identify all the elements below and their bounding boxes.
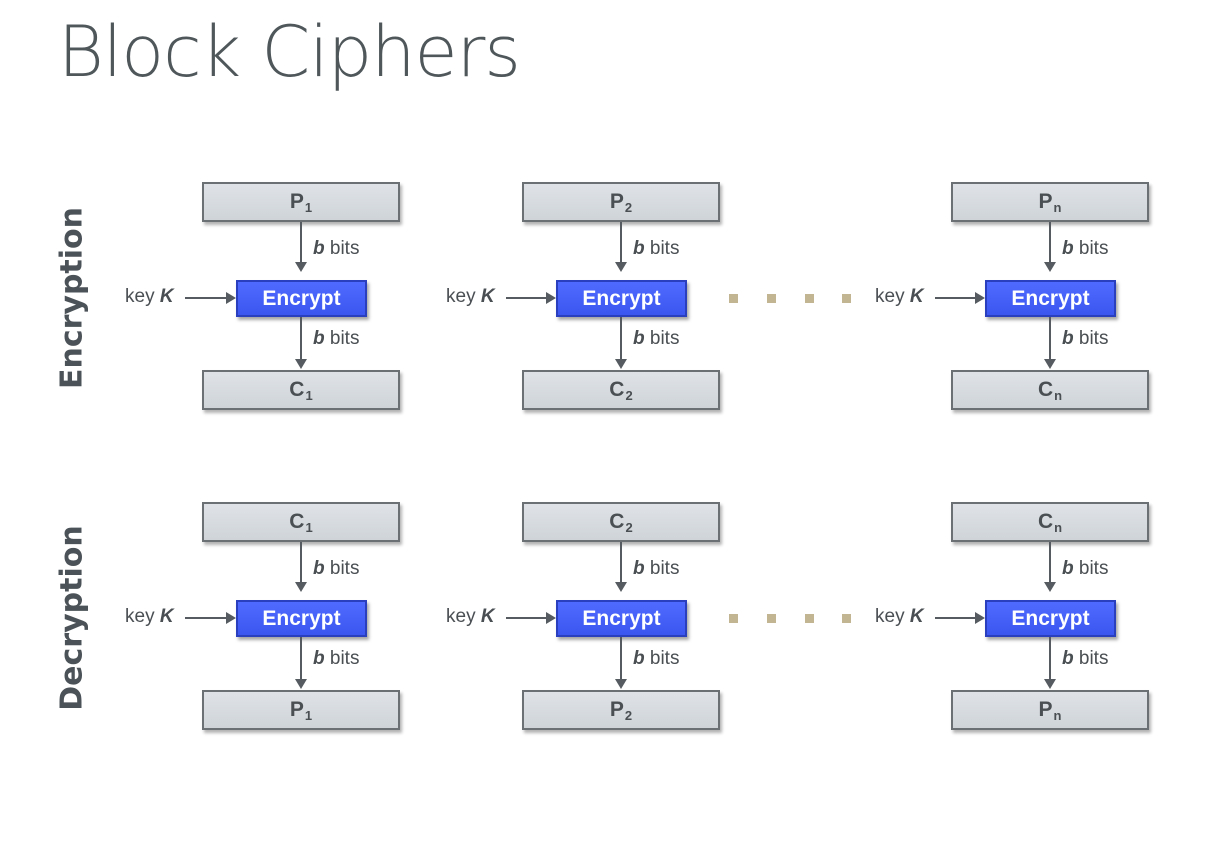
decryption-bits-out-3: b bits bbox=[1062, 648, 1109, 669]
decryption-arrowhead-in-1 bbox=[295, 582, 307, 592]
encryption-arrowhead-out-3 bbox=[1044, 359, 1056, 369]
encryption-label: Encryption bbox=[54, 206, 90, 390]
decryption-key-arrow-2 bbox=[506, 617, 546, 619]
decryption-bits-out-2: b bits bbox=[633, 648, 680, 669]
decryption-arrow-out-2 bbox=[620, 637, 622, 680]
decryption-key-arrow-3 bbox=[935, 617, 975, 619]
encryption-bits-out-3: b bits bbox=[1062, 328, 1109, 349]
decryption-arrowhead-out-3 bbox=[1044, 679, 1056, 689]
encryption-key-label-3: key K bbox=[875, 286, 924, 307]
encryption-arrowhead-in-3 bbox=[1044, 262, 1056, 272]
decryption-arrowhead-in-2 bbox=[615, 582, 627, 592]
encryption-key-arrowhead-3 bbox=[975, 292, 985, 304]
encryption-arrow-in-1 bbox=[300, 222, 302, 263]
encryption-key-arrowhead-2 bbox=[546, 292, 556, 304]
encryption-arrow-out-2 bbox=[620, 317, 622, 360]
encryption-ellipsis-dot-1 bbox=[729, 294, 738, 303]
encryption-arrow-out-3 bbox=[1049, 317, 1051, 360]
encryption-arrow-in-3 bbox=[1049, 222, 1051, 263]
decryption-key-arrowhead-1 bbox=[226, 612, 236, 624]
decryption-ellipsis-dot-1 bbox=[729, 614, 738, 623]
decryption-encrypt-box-3: Encrypt bbox=[985, 600, 1116, 637]
decryption-arrow-in-3 bbox=[1049, 542, 1051, 583]
decryption-ellipsis-dot-4 bbox=[842, 614, 851, 623]
slide-title: Block Ciphers bbox=[58, 11, 521, 93]
encryption-bits-out-1: b bits bbox=[313, 328, 360, 349]
decryption-arrow-in-2 bbox=[620, 542, 622, 583]
decryption-key-label-1: key K bbox=[125, 606, 174, 627]
encryption-key-arrow-1 bbox=[185, 297, 226, 299]
decryption-bits-out-1: b bits bbox=[313, 648, 360, 669]
decryption-encrypt-box-2: Encrypt bbox=[556, 600, 687, 637]
encryption-encrypt-box-2: Encrypt bbox=[556, 280, 687, 317]
encryption-bits-in-1: b bits bbox=[313, 238, 360, 259]
encryption-key-arrow-3 bbox=[935, 297, 975, 299]
decryption-key-label-2: key K bbox=[446, 606, 495, 627]
decryption-key-label-3: key K bbox=[875, 606, 924, 627]
decryption-arrow-in-1 bbox=[300, 542, 302, 583]
decryption-key-arrowhead-3 bbox=[975, 612, 985, 624]
decryption-arrowhead-in-3 bbox=[1044, 582, 1056, 592]
decryption-key-arrow-1 bbox=[185, 617, 226, 619]
decryption-key-arrowhead-2 bbox=[546, 612, 556, 624]
encryption-ellipsis-dot-2 bbox=[767, 294, 776, 303]
encryption-arrowhead-in-2 bbox=[615, 262, 627, 272]
decryption-ellipsis-dot-3 bbox=[805, 614, 814, 623]
encryption-key-arrowhead-1 bbox=[226, 292, 236, 304]
decryption-arrowhead-out-2 bbox=[615, 679, 627, 689]
decryption-arrow-out-3 bbox=[1049, 637, 1051, 680]
decryption-arrow-out-1 bbox=[300, 637, 302, 680]
encryption-arrowhead-out-2 bbox=[615, 359, 627, 369]
encryption-arrowhead-in-1 bbox=[295, 262, 307, 272]
decryption-bits-in-3: b bits bbox=[1062, 558, 1109, 579]
encryption-ellipsis-dot-3 bbox=[805, 294, 814, 303]
encryption-encrypt-box-3: Encrypt bbox=[985, 280, 1116, 317]
encryption-arrow-in-2 bbox=[620, 222, 622, 263]
encryption-arrowhead-out-1 bbox=[295, 359, 307, 369]
decryption-ellipsis-dot-2 bbox=[767, 614, 776, 623]
encryption-arrow-out-1 bbox=[300, 317, 302, 360]
encryption-key-label-2: key K bbox=[446, 286, 495, 307]
encryption-encrypt-box-1: Encrypt bbox=[236, 280, 367, 317]
encryption-key-arrow-2 bbox=[506, 297, 546, 299]
encryption-key-label-1: key K bbox=[125, 286, 174, 307]
decryption-bits-in-1: b bits bbox=[313, 558, 360, 579]
decryption-arrowhead-out-1 bbox=[295, 679, 307, 689]
decryption-bits-in-2: b bits bbox=[633, 558, 680, 579]
encryption-bits-in-2: b bits bbox=[633, 238, 680, 259]
encryption-bits-in-3: b bits bbox=[1062, 238, 1109, 259]
encryption-ellipsis-dot-4 bbox=[842, 294, 851, 303]
encryption-bits-out-2: b bits bbox=[633, 328, 680, 349]
decryption-label: Decryption bbox=[54, 525, 90, 711]
decryption-encrypt-box-1: Encrypt bbox=[236, 600, 367, 637]
